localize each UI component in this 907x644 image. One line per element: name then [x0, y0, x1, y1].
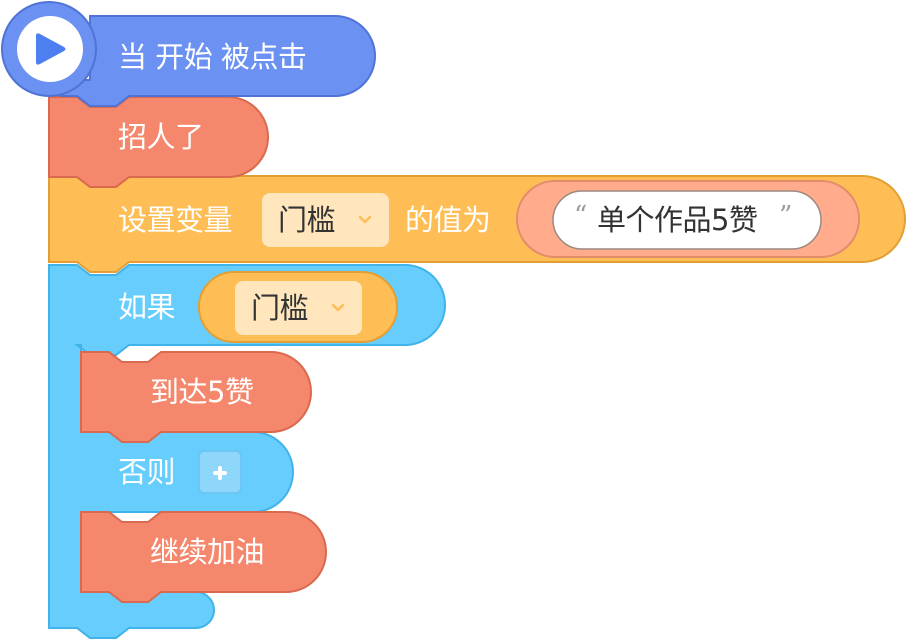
set-variable-middle: 的值为 [405, 203, 491, 237]
recruit-call-label: 招人了 [118, 120, 204, 154]
string-right-quote: ” [779, 201, 793, 231]
else-call-label: 继续加油 [150, 535, 265, 569]
string-left-quote: “ [574, 201, 588, 231]
if-label: 如果 [118, 290, 176, 324]
else-label: 否则 [118, 455, 176, 489]
then-call-block[interactable] [80, 351, 313, 443]
then-call-label: 到达5赞 [150, 375, 254, 409]
string-input[interactable] [552, 190, 822, 250]
play-icon[interactable] [36, 33, 66, 65]
variable-dropdown-value: 门槛 [278, 203, 336, 237]
set-variable-prefix: 设置变量 [118, 203, 233, 237]
condition-variable-dropdown[interactable]: 门槛 [235, 281, 362, 335]
condition-variable-value: 门槛 [251, 291, 309, 325]
if-else-block[interactable] [48, 264, 447, 639]
event-label: 当 开始 被点击 [118, 40, 307, 74]
variable-dropdown[interactable]: 门槛 [262, 193, 389, 247]
chevron-down-icon [331, 303, 345, 312]
string-value: 单个作品5赞 [597, 203, 758, 237]
recruit-call-block[interactable] [48, 96, 270, 188]
event-start-block[interactable] [59, 15, 377, 107]
chevron-down-icon [358, 215, 372, 224]
else-call-block[interactable] [80, 511, 328, 603]
add-branch-button[interactable] [198, 450, 242, 494]
